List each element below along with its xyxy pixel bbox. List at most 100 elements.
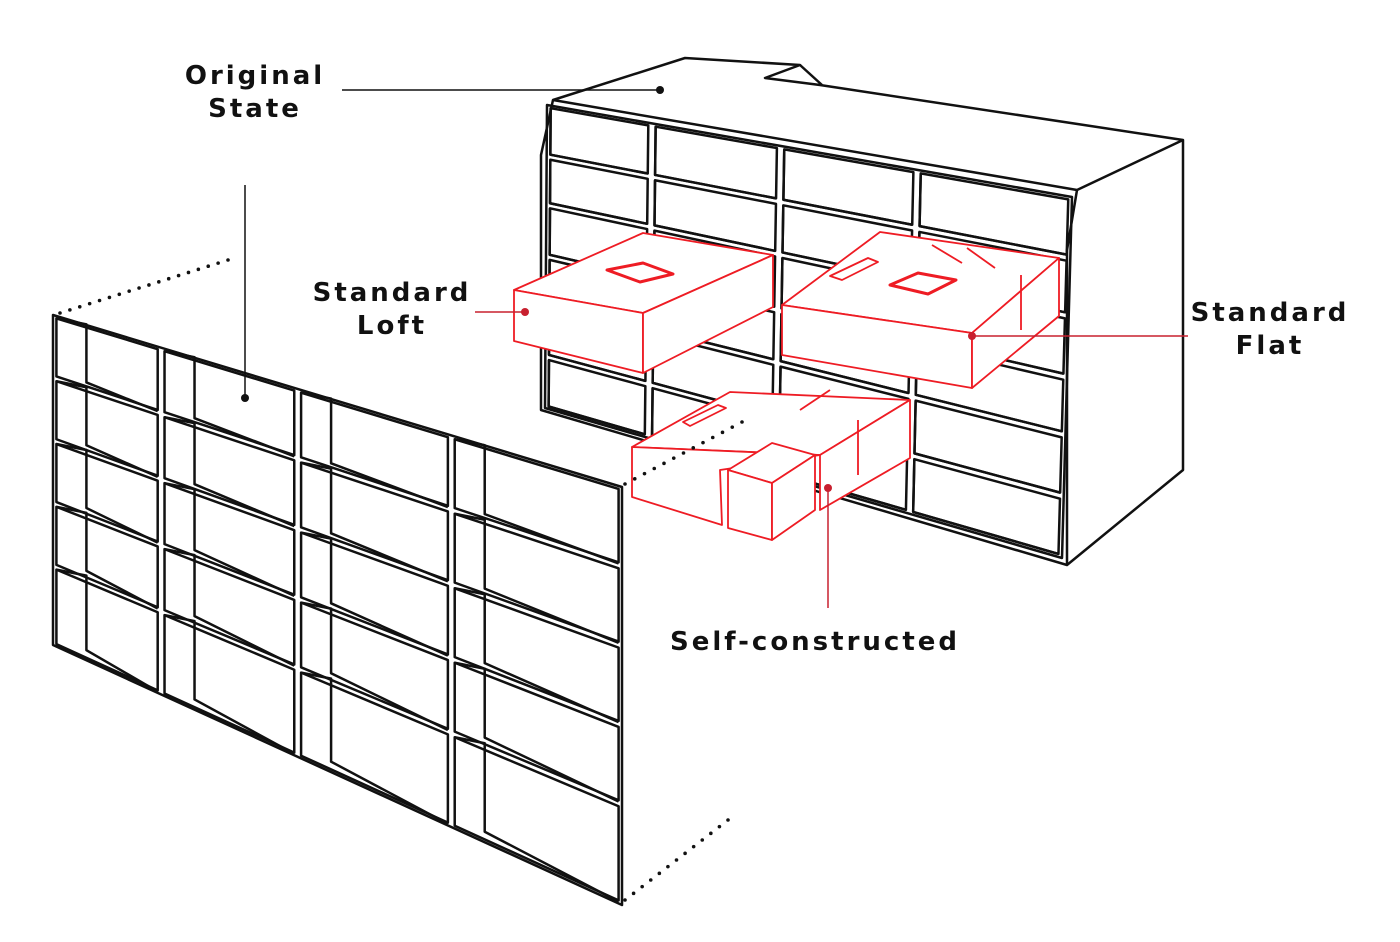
projection-dot (186, 270, 191, 275)
label-standard-loft: Standard Loft (313, 277, 472, 343)
back-grid-cell-depth (548, 159, 648, 226)
projection-dot (77, 304, 82, 309)
building-corner (1065, 189, 1079, 565)
front-grid-cell-depth (56, 568, 159, 693)
projection-dot (671, 456, 676, 460)
projection-dot (68, 308, 72, 312)
projection-dot (740, 420, 744, 424)
projection-dot (206, 264, 211, 269)
projection-dot (720, 430, 725, 435)
back-grid-cell-depth (918, 173, 1067, 256)
projection-dot (58, 311, 62, 315)
self-constructed-module (819, 399, 911, 511)
projection-dot (631, 891, 636, 896)
projection-dot (691, 844, 696, 849)
projection-dot (137, 286, 141, 290)
roof-notch (799, 64, 823, 86)
projection-dot (147, 283, 151, 287)
projection-dot (166, 276, 171, 281)
projection-dot (648, 878, 653, 882)
projection-dot (117, 292, 122, 297)
back-grid-cell-depth (782, 149, 913, 226)
label-line: Original (184, 61, 326, 91)
label-line: Standard (312, 278, 472, 308)
front-grid-cell (453, 438, 620, 564)
projection-dot (662, 461, 666, 466)
front-grid-cell-depth (56, 317, 159, 413)
back-grid-cell-depth (913, 400, 1061, 494)
projection-dot (623, 482, 627, 486)
label-line: Loft (356, 311, 428, 341)
projection-dot (683, 851, 687, 856)
projection-dot (730, 425, 735, 429)
standard-loft-module (642, 254, 774, 374)
front-grid-cell-depth (164, 415, 295, 528)
front-grid-cell-depth (56, 379, 159, 479)
front-grid-cell-depth (164, 547, 295, 667)
leader-dot (241, 394, 249, 402)
projection-dot (666, 864, 670, 869)
front-grid-cell (299, 391, 450, 508)
front-grid-cell-depth (164, 481, 295, 597)
front-grid-frame (51, 313, 624, 907)
detached-front-grid-facade (51, 313, 624, 907)
back-grid-cell-depth (547, 360, 646, 436)
projection-dot (691, 446, 696, 450)
projection-dot (107, 295, 112, 300)
front-grid-cell-depth (454, 736, 620, 903)
projection-dot (226, 258, 230, 262)
front-grid-cell-depth (454, 512, 620, 644)
projection-dot (710, 435, 715, 440)
front-grid-cell-depth (454, 587, 620, 724)
module-seam (966, 247, 996, 269)
projection-dot (657, 871, 662, 876)
projection-dot (87, 301, 92, 306)
back-grid-cell-depth (653, 126, 777, 200)
front-grid-cell-depth (300, 461, 449, 583)
leader-dot (656, 86, 664, 94)
back-grid-cell-depth (653, 180, 776, 253)
projection-dot (652, 466, 657, 471)
projection-dot (97, 298, 102, 303)
front-grid-cell-depth (300, 391, 449, 509)
self-constructed-annex (727, 469, 773, 541)
projection-dot (709, 831, 713, 836)
projection-dot (642, 471, 647, 476)
skylight (888, 271, 958, 296)
front-grid-cell-depth (300, 531, 449, 657)
inserted-housing-modules (513, 231, 1060, 541)
projection-dot (127, 289, 131, 293)
back-grid-cell-depth (911, 459, 1059, 556)
front-grid-cell-depth (56, 505, 159, 610)
leader-dot (521, 308, 529, 316)
front-grid-cell-depth (164, 613, 295, 755)
projection-dot (726, 818, 730, 822)
front-grid-cell-depth (300, 671, 449, 825)
front-grid-cell-depth (164, 349, 295, 458)
front-grid-cell-depth (454, 438, 620, 565)
front-grid-cell-depth (300, 601, 449, 732)
module-seam (799, 389, 831, 411)
projection-dot (157, 280, 161, 284)
module-seam (931, 244, 963, 264)
projection-dot (216, 261, 220, 265)
front-grid-cell (163, 613, 296, 754)
projection-dot (681, 451, 686, 455)
leader-dot (968, 332, 976, 340)
projection-dot (196, 267, 201, 272)
front-grid-cell-depth (454, 661, 620, 803)
projection-dot (701, 440, 705, 445)
projection-dot (623, 898, 627, 902)
back-grid-cell-depth (549, 108, 648, 175)
front-grid-cell (453, 661, 620, 802)
dotted-projection-lines (58, 258, 744, 902)
label-line: Flat (1235, 331, 1305, 361)
skylight (605, 261, 675, 284)
label-standard-flat: Standard Flat (1191, 297, 1350, 363)
front-grid-cell (453, 587, 620, 723)
projection-dot (632, 477, 637, 481)
label-line: State (208, 94, 302, 124)
leader-lines (241, 86, 1188, 608)
